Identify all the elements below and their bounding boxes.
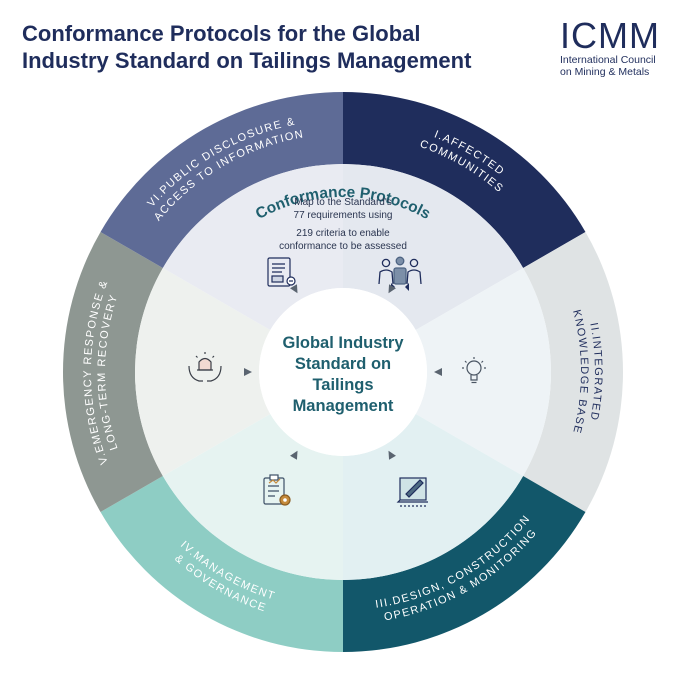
inner-sector-management-governance xyxy=(162,414,343,580)
center-line-4: Management xyxy=(293,397,394,415)
center-pointer-arrow xyxy=(290,450,298,460)
segment-emergency-response xyxy=(62,232,163,512)
center-pointer-arrows xyxy=(244,284,442,460)
clipboard-gear-icon xyxy=(263,474,291,506)
center-pointer-arrow xyxy=(388,284,396,294)
page-title-line-2: Industry Standard on Tailings Management xyxy=(22,48,472,73)
page-title-line-1: Conformance Protocols for the Global xyxy=(22,21,421,46)
conformance-line-2: 77 requirements using xyxy=(294,210,393,221)
conformance-line-4: conformance to be assessed xyxy=(279,241,407,252)
logo-subtitle-line-2: on Mining & Metals xyxy=(560,66,650,78)
segment-public-disclosure xyxy=(100,92,344,268)
logo-mark: ICMM xyxy=(560,15,660,56)
segment-label-line-1: II.INTEGRATED xyxy=(587,322,604,422)
conformance-line-3: 219 criteria to enable xyxy=(296,228,390,239)
segment-integrated-knowledge-base xyxy=(523,232,623,512)
center-line-2: Standard on xyxy=(295,355,391,373)
people-icon xyxy=(378,256,422,291)
logo-subtitle: International Council on Mining & Metals xyxy=(560,54,680,78)
inner-sector-affected-communities xyxy=(343,164,524,330)
inner-sector-integrated-knowledge-base xyxy=(415,268,551,476)
center-label: Global Industry Standard on Tailings Man… xyxy=(282,334,404,415)
segment-design-construction xyxy=(343,476,586,652)
segment-affected-communities xyxy=(343,92,586,268)
page-title: Conformance Protocols for the Global Ind… xyxy=(22,20,522,74)
center-pointer-arrow xyxy=(244,368,252,376)
icmm-logo: ICMM International Council on Mining & M… xyxy=(560,15,680,79)
center-pointer-arrow xyxy=(434,368,442,376)
inner-sector-design-construction xyxy=(343,414,524,580)
document-icon xyxy=(267,257,296,287)
alarm-hands-icon xyxy=(188,352,222,382)
inner-sector-emergency-response xyxy=(135,268,271,476)
center-pointer-arrow xyxy=(290,284,298,294)
inner-sector-public-disclosure xyxy=(162,164,343,330)
center-line-3: Tailings xyxy=(312,376,373,394)
conformance-description: Map to the Standard's 77 requirements us… xyxy=(279,197,407,252)
logo-subtitle-line-1: International Council xyxy=(560,54,656,66)
center-circle xyxy=(259,288,427,456)
center-pointer-arrow xyxy=(388,450,396,460)
lightbulb-icon xyxy=(462,357,486,384)
center-line-1: Global Industry xyxy=(282,334,404,352)
blueprint-icon xyxy=(396,477,428,507)
segment-management-governance xyxy=(100,476,344,652)
conformance-line-1: Map to the Standard's xyxy=(294,197,392,208)
